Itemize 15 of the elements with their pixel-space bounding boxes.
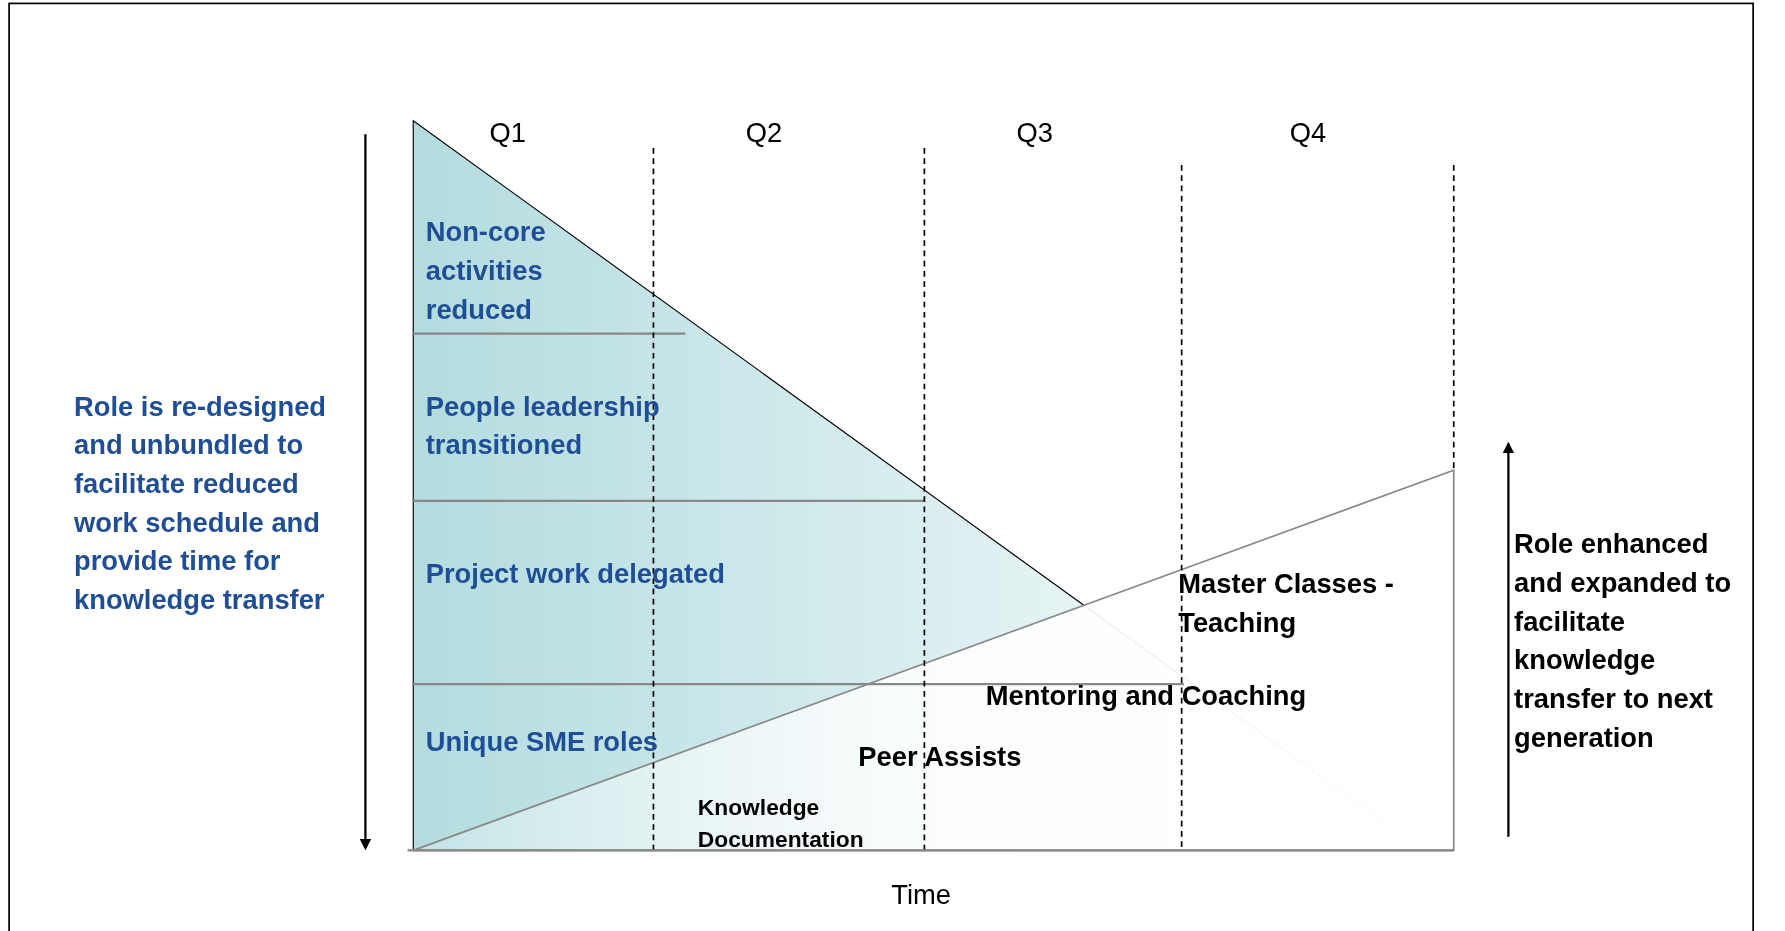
stage-label: Peer Assists	[858, 740, 1023, 774]
quarter-label: Q1	[489, 116, 527, 150]
quarter-label: Q4	[1289, 116, 1328, 150]
stage-label: Knowledge Documentation	[697, 793, 865, 854]
axis-label: Time	[891, 877, 953, 912]
quarter-label: Q2	[745, 116, 784, 150]
stage-label: Master Classes - Teaching	[1178, 567, 1395, 640]
stage-label: Project work delegated	[425, 556, 726, 591]
side-note: Role enhanced and expanded to facilitate knowledge transfer to next generation	[1514, 527, 1733, 755]
stage-label: Mentoring and Coaching	[985, 678, 1308, 713]
stage-label: People leadership transitioned	[425, 389, 661, 462]
side-note: Role is re-designed and unbundled to facilitate reduced work schedule and provide time for knowledge transfer	[74, 389, 328, 617]
stage-label: Unique SME roles	[425, 725, 660, 760]
quarter-label: Q3	[1016, 116, 1055, 150]
stage-label: Non-core activities reduced	[425, 215, 547, 327]
